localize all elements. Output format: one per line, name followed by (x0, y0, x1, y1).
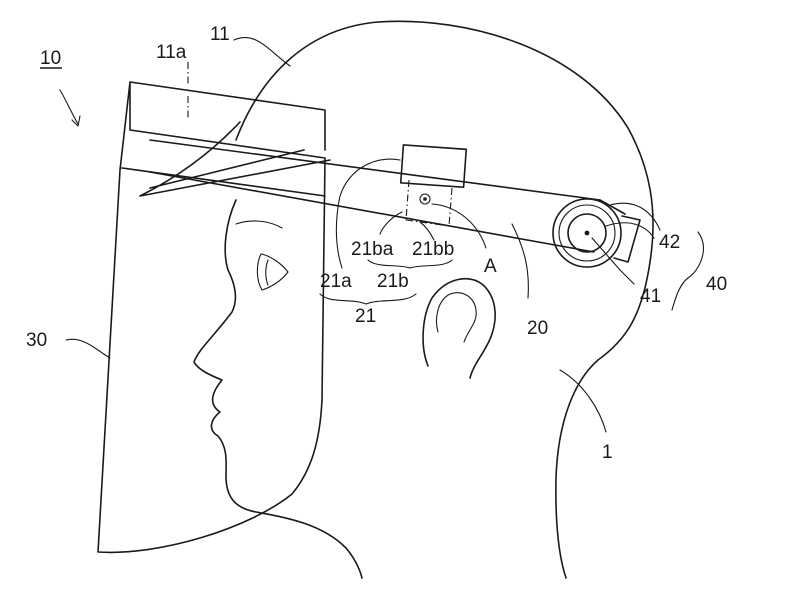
label-21ba: 21ba (351, 239, 394, 260)
brace-21b (367, 259, 453, 269)
face-shield (97, 81, 326, 554)
leader-42b (605, 222, 655, 239)
pivot-a-outer (419, 193, 431, 205)
label-a: A (484, 256, 497, 277)
head-band (149, 139, 626, 253)
leader-30 (65, 338, 111, 359)
adjuster-ring-inner (567, 213, 607, 253)
leader-21ba (379, 211, 403, 235)
adjuster-center (584, 230, 590, 236)
brace-21 (319, 293, 417, 305)
label-20: 20 (527, 318, 548, 339)
label-21: 21 (355, 306, 376, 327)
label-11: 11 (210, 24, 230, 45)
leader-a (431, 203, 487, 249)
pivot-a-dot (423, 197, 427, 201)
label-11a: 11a (156, 42, 187, 63)
ear (422, 277, 496, 379)
label-42: 42 (659, 232, 680, 253)
leader-42a (609, 202, 661, 231)
leader-20 (511, 223, 529, 299)
label-41: 41 (640, 286, 661, 307)
leader-11 (233, 37, 291, 67)
label-21b: 21b (377, 271, 409, 292)
eye (256, 253, 289, 291)
hidden-part-21b (405, 179, 453, 227)
leader-1 (559, 369, 607, 433)
label-21a: 21a (320, 271, 352, 292)
adjuster-ring-mid (558, 204, 616, 262)
ear-inner (435, 292, 477, 343)
label-30: 30 (26, 330, 47, 351)
leader-21bb (419, 221, 435, 241)
eyebrow (235, 220, 283, 229)
cap-brim (139, 121, 331, 197)
label-40: 40 (706, 274, 727, 295)
adjuster-bracket (613, 215, 641, 263)
leader-41 (591, 237, 635, 285)
adjuster-ring-outer (552, 198, 622, 268)
head-outline (235, 20, 654, 579)
leader-10 (59, 89, 81, 127)
label-10: 10 (40, 48, 61, 69)
block-21 (399, 144, 468, 189)
label-21bb: 21bb (412, 239, 454, 260)
face-profile (193, 199, 363, 579)
brace-40 (671, 231, 704, 311)
label-1: 1 (602, 442, 613, 463)
leader-21a (335, 158, 401, 269)
